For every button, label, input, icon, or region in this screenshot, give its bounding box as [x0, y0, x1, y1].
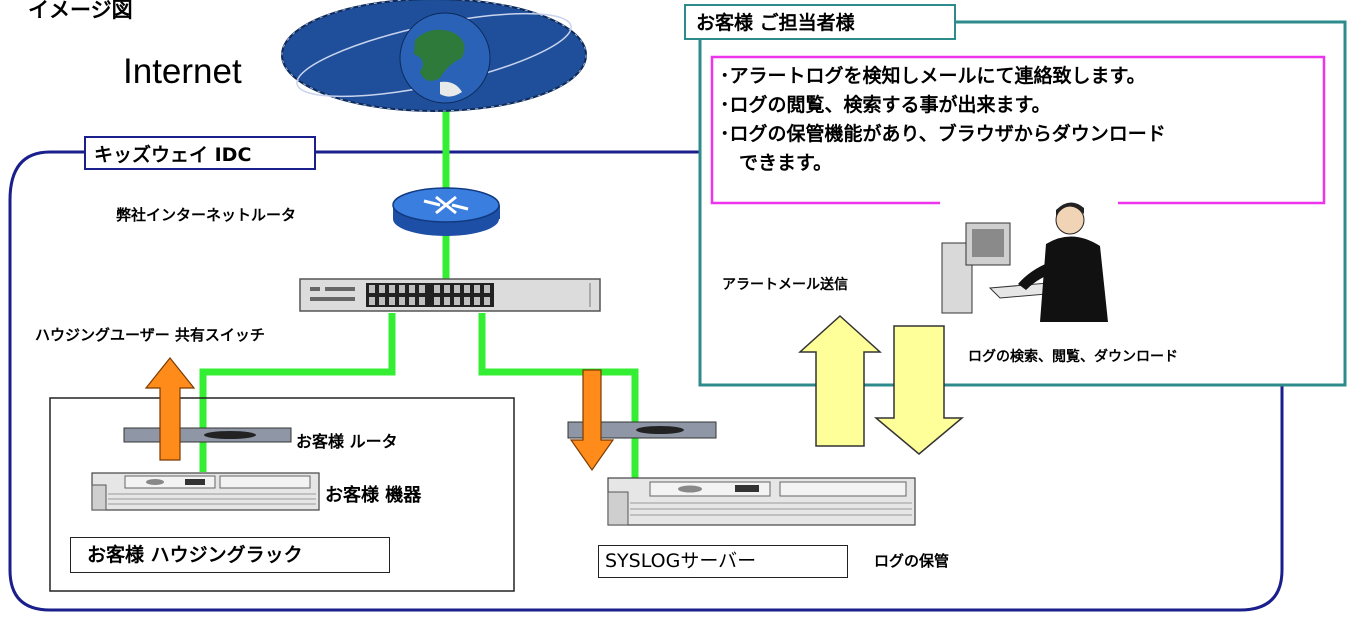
feature-item: ･アラートログを検知しメールにて連絡致します。: [720, 65, 1146, 87]
yellow-arrow-down: [873, 325, 965, 455]
orange-arrow-up: [144, 357, 196, 461]
link-switch-syslog: [478, 313, 639, 478]
customer-rack-label: お客様 ハウジングラック: [70, 537, 390, 573]
customer-contact-label: お客様 ご担当者様: [684, 4, 956, 40]
customer-router-label: お客様 ルータ: [296, 432, 398, 451]
customer-rack-box: [49, 397, 515, 592]
syslog-server-icon: [607, 477, 916, 526]
switch-icon: [299, 278, 601, 312]
yellow-arrow-up: [798, 314, 882, 447]
orange-arrow-down: [569, 369, 615, 472]
idc-label: キッズウェイ IDC: [84, 136, 316, 170]
globe-icon: [281, 0, 587, 112]
feature-item: ･ログの保管機能があり、ブラウザからダウンロード: [720, 123, 1166, 145]
page-title: イメージ図: [28, 0, 133, 22]
feature-item: できます。: [720, 152, 833, 174]
feature-item: ･ログの閲覧、検索する事が出来ます。: [720, 94, 1051, 116]
shared-switch-label: ハウジングユーザー 共有スイッチ: [35, 326, 265, 344]
internet-label: Internet: [123, 52, 242, 91]
syslog-router-icon: [567, 421, 717, 439]
syslog-server-label: SYSLOGサーバー: [598, 545, 848, 578]
features-box: [710, 55, 1326, 205]
router-label: 弊社インターネットルータ: [116, 206, 297, 224]
log-search-label: ログの検索、閲覧、ダウンロード: [968, 349, 1178, 365]
log-storage-label: ログの保管: [874, 552, 950, 570]
router-icon: [392, 187, 500, 236]
customer-equipment-label: お客様 機器: [325, 485, 422, 506]
customer-router-icon: [123, 427, 292, 443]
server-icon: [91, 472, 320, 511]
link-switch-customer: [199, 313, 396, 472]
features-list: ･アラートログを検知しメールにて連絡致します。 ･ログの閲覧、検索する事が出来ま…: [720, 62, 1320, 178]
alert-mail-label: アラートメール送信: [722, 277, 848, 293]
person-at-computer-icon: [940, 196, 1118, 324]
